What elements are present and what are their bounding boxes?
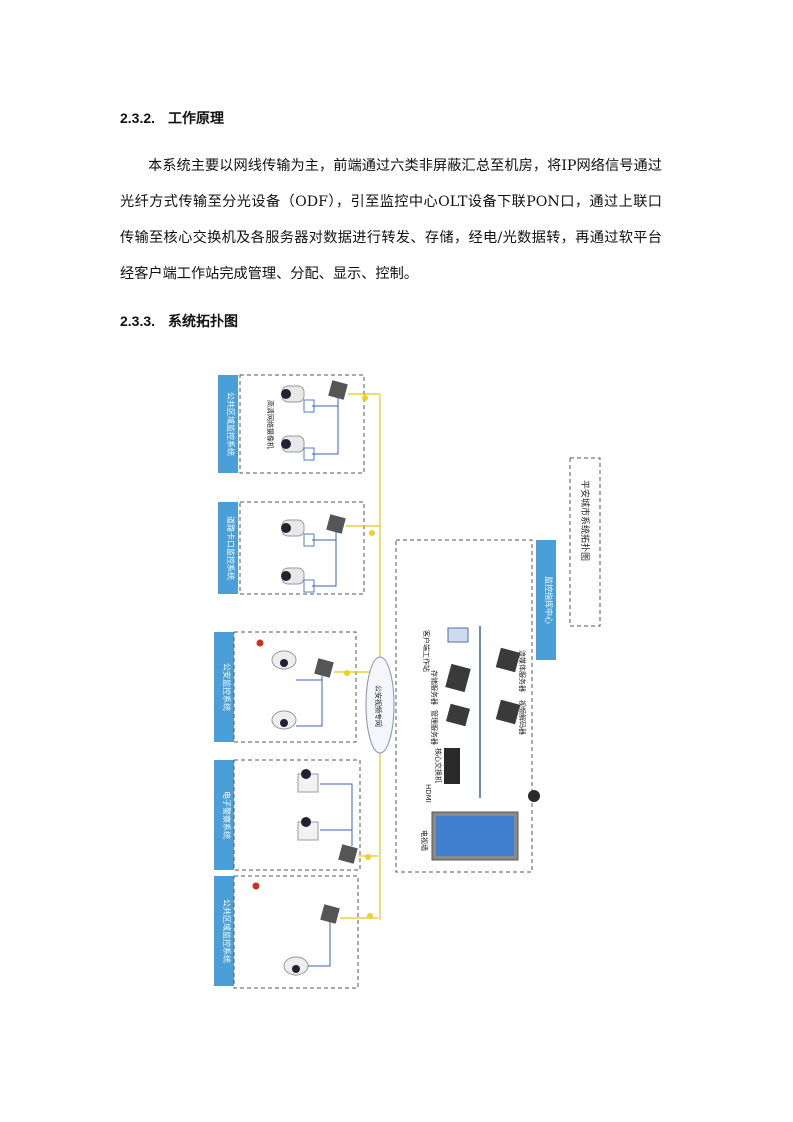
server-icon	[495, 699, 521, 725]
cable	[308, 922, 331, 967]
section-title: 工作原理	[168, 111, 224, 127]
box-camera-icon	[297, 769, 319, 793]
device-label: 存储服务器	[430, 670, 439, 705]
section-number: 2.3.3.	[120, 313, 156, 329]
body-paragraph: 本系统主要以网线传输为主，前端通过六类非屏蔽汇总至机房，将IP网络信号通过光纤方…	[120, 148, 662, 292]
connector-icon	[365, 854, 371, 860]
alarm-button-icon	[252, 882, 260, 890]
section-number: 2.3.2.	[120, 110, 156, 126]
zone-3: 公安监控系统	[214, 631, 378, 743]
camera-icon	[281, 519, 305, 537]
device-label: HDMI	[424, 784, 432, 803]
section-title: 系统拓扑图	[168, 314, 238, 330]
dome-camera-icon	[271, 710, 297, 730]
zone-label: 公共区域监控系统	[226, 392, 236, 456]
zone-label-bar	[214, 876, 234, 986]
device-label: 核心交换机	[434, 748, 443, 783]
camera-icon	[281, 435, 305, 453]
center-label-bar	[536, 540, 556, 660]
zone-label: 道路卡口监控系统	[226, 516, 236, 580]
cable	[296, 676, 323, 727]
camera-label: 高清网络摄像机	[266, 400, 275, 449]
server-icon	[446, 703, 470, 727]
device-label: 管理服务器	[430, 710, 439, 745]
device-label: 电视墙	[420, 830, 429, 851]
zone-label: 电子警察系统	[222, 791, 232, 839]
connector-icon	[369, 530, 375, 536]
zone-box	[239, 374, 365, 474]
workstation-icon	[447, 627, 469, 643]
server-icon	[445, 663, 471, 693]
zone-label: 公安监控系统	[222, 663, 232, 711]
device-label: 流媒体服务器	[518, 650, 527, 692]
cable	[312, 532, 337, 587]
camera-icon	[281, 385, 305, 403]
zone-1: 公共区域监控系统 高清网络摄像机	[218, 374, 380, 474]
joystick-icon	[528, 790, 540, 802]
zone-label-bar	[218, 502, 238, 594]
cable	[320, 783, 353, 846]
zone-5: 公共区域监控系统	[214, 875, 378, 989]
dome-camera-icon	[283, 956, 309, 976]
dome-camera-icon	[271, 650, 297, 670]
switch-icon	[320, 904, 340, 924]
cable	[312, 398, 339, 455]
zone-label-bar	[214, 760, 234, 870]
core-switch-icon	[444, 748, 460, 784]
camera-icon	[281, 567, 305, 585]
connector-icon	[362, 395, 368, 401]
switch-icon	[328, 380, 348, 400]
zone-label-bar	[214, 632, 234, 742]
zone-2: 道路卡口监控系统	[218, 501, 380, 595]
section-heading-233: 2.3.3. 系统拓扑图	[120, 311, 238, 331]
title-box	[569, 457, 601, 627]
network-label: 公安视频专网	[374, 685, 383, 727]
alarm-button-icon	[256, 639, 264, 647]
zone-box	[239, 501, 365, 595]
server-icon	[495, 647, 521, 673]
diagram-title: 平安城市系统拓扑图	[579, 480, 591, 561]
switch-icon	[326, 514, 346, 534]
control-center: 监控指挥中心 客户端工作站 存储服务器 管理服务器 核心交换机 流媒体服务器 视…	[395, 539, 556, 873]
connector-icon	[367, 913, 373, 919]
zone-4: 电子警察系统	[214, 759, 378, 871]
center-label: 监控指挥中心	[544, 576, 554, 624]
box-camera-icon	[297, 817, 319, 841]
zone-label: 公共区域监控系统	[222, 899, 232, 963]
paragraph-text: 本系统主要以网线传输为主，前端通过六类非屏蔽汇总至机房，将IP网络信号通过光纤方…	[120, 158, 662, 282]
device-label: 视频解码器	[518, 700, 527, 735]
connector-icon	[344, 670, 350, 676]
zone-box	[233, 759, 361, 871]
device-label: 客户端工作站	[422, 630, 431, 672]
zone-box	[233, 875, 359, 989]
network-cloud-icon	[365, 656, 395, 754]
switch-icon	[338, 844, 358, 864]
switch-icon	[314, 658, 334, 678]
topology-diagram: 公共区域监控系统 高清网络摄像机 道路卡口监控系统 公安监控系统	[214, 374, 601, 989]
section-heading-232: 2.3.2. 工作原理	[120, 108, 224, 128]
video-wall-icon	[431, 811, 519, 861]
zone-box	[233, 631, 357, 743]
center-box	[395, 539, 533, 873]
zone-label-bar	[218, 375, 238, 473]
